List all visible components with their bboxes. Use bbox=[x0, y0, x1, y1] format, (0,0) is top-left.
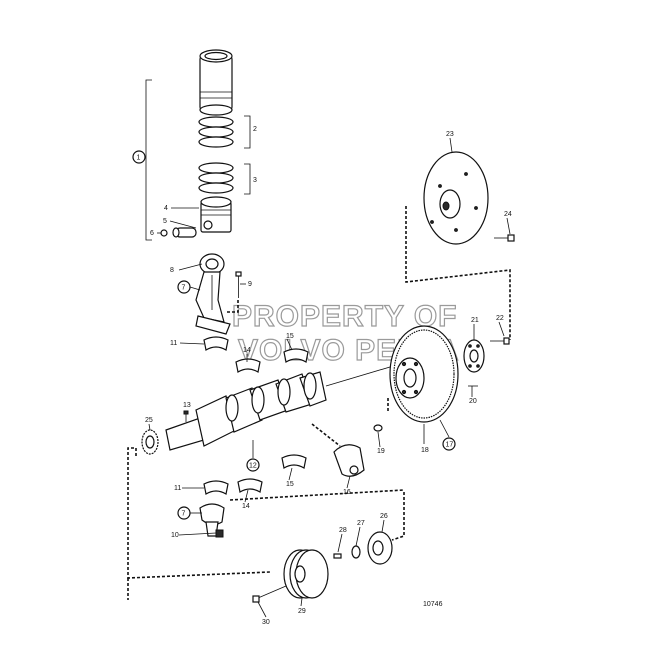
drawing-number: 10746 bbox=[423, 601, 443, 608]
bolt-22 bbox=[490, 337, 510, 345]
callout-11-upper: 11 bbox=[170, 340, 177, 347]
callout-29: 29 bbox=[298, 608, 306, 615]
callout-13: 13 bbox=[183, 402, 191, 409]
callout-23: 23 bbox=[446, 131, 454, 138]
callout-21: 21 bbox=[471, 317, 479, 324]
callout-4: 4 bbox=[164, 205, 168, 212]
leader-lines bbox=[148, 137, 511, 618]
key-28 bbox=[333, 553, 342, 559]
nut-10 bbox=[215, 529, 224, 538]
cylinder-liner bbox=[199, 49, 233, 116]
callout-7-upper: 7 bbox=[182, 285, 186, 292]
callout-12: 12 bbox=[249, 463, 257, 470]
screw-13 bbox=[183, 410, 189, 422]
callout-14-lower: 14 bbox=[242, 503, 250, 510]
washer-27 bbox=[351, 545, 361, 559]
callout-17: 17 bbox=[446, 442, 454, 449]
callout-25: 25 bbox=[145, 417, 153, 424]
oil-rings bbox=[198, 162, 251, 195]
callout-1: 1 bbox=[137, 155, 141, 162]
rod-bearing-lower bbox=[203, 480, 229, 495]
counterweight bbox=[333, 444, 365, 477]
callout-24: 24 bbox=[504, 211, 512, 218]
bolt-24 bbox=[494, 234, 515, 242]
callout-14-upper: 14 bbox=[243, 347, 251, 354]
assembly-dashed-lines bbox=[127, 206, 511, 600]
rod-bolt bbox=[226, 271, 242, 313]
crankshaft-pulley bbox=[283, 549, 329, 599]
callout-26: 26 bbox=[380, 513, 388, 520]
callout-2: 2 bbox=[253, 126, 257, 133]
callout-15-upper: 15 bbox=[286, 333, 294, 340]
compression-rings bbox=[198, 115, 251, 149]
callout-19: 19 bbox=[377, 448, 385, 455]
callout-20: 20 bbox=[469, 398, 477, 405]
hub-26 bbox=[367, 531, 393, 565]
crankshaft-gear bbox=[141, 429, 159, 455]
callout-15-lower: 15 bbox=[286, 481, 294, 488]
callout-labels: 1 2 3 4 5 6 7 7 8 9 10 11 11 12 13 14 14… bbox=[137, 126, 512, 626]
callout-22: 22 bbox=[496, 315, 504, 322]
rod-bearing-upper bbox=[203, 336, 229, 351]
piston-pin bbox=[172, 227, 197, 238]
circlip bbox=[160, 229, 168, 237]
callout-27: 27 bbox=[357, 520, 365, 527]
callout-5: 5 bbox=[163, 218, 167, 225]
adapter-plate bbox=[463, 339, 485, 373]
callout-8: 8 bbox=[170, 267, 174, 274]
flywheel bbox=[389, 325, 459, 423]
main-bearing-upper-14 bbox=[235, 358, 261, 373]
callout-7-lower: 7 bbox=[182, 511, 186, 518]
piston bbox=[200, 196, 232, 233]
callout-28: 28 bbox=[339, 527, 347, 534]
callout-9: 9 bbox=[248, 281, 252, 288]
callout-3: 3 bbox=[253, 177, 257, 184]
circled-callouts bbox=[132, 150, 456, 520]
callout-10: 10 bbox=[171, 532, 179, 539]
main-bearing-lower-15 bbox=[281, 454, 307, 469]
callout-30: 30 bbox=[262, 619, 270, 626]
bolt-30 bbox=[252, 585, 287, 603]
crankshaft bbox=[165, 363, 401, 451]
callout-16: 16 bbox=[343, 489, 351, 496]
plug-19 bbox=[373, 424, 383, 432]
callout-6: 6 bbox=[150, 230, 154, 237]
main-bearing-lower-14 bbox=[237, 478, 263, 493]
callout-18: 18 bbox=[421, 447, 429, 454]
connecting-rod-upper bbox=[195, 253, 231, 335]
flex-disc bbox=[423, 151, 489, 245]
callout-11-lower: 11 bbox=[174, 485, 181, 492]
